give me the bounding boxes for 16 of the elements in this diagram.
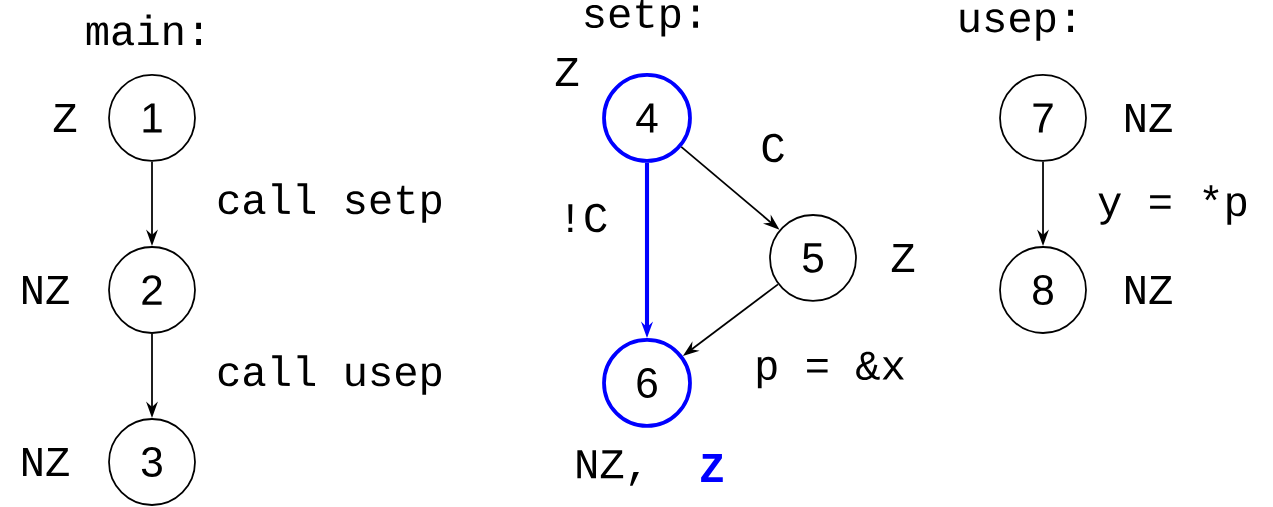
- state-annotation: NZ: [1126, 276, 1172, 304]
- state-annotation: NZ: [23, 276, 69, 304]
- state-annotation: Z: [53, 104, 77, 132]
- state-annotation: Z: [891, 244, 915, 272]
- state-annotation: Z: [555, 58, 579, 86]
- edge-label: call setp: [214, 182, 446, 224]
- state-annotation: Z: [701, 454, 723, 482]
- state-annotation: NZ,: [577, 450, 639, 486]
- state-annotation: NZ: [1126, 104, 1172, 132]
- edge-label: p = &x: [752, 350, 908, 390]
- edge-label: !C: [556, 202, 610, 234]
- edge-label: call usep: [214, 354, 446, 396]
- edge-label: C: [759, 132, 787, 164]
- graph-title: setp:: [585, 0, 698, 37]
- edge-label: y = *p: [1095, 184, 1251, 226]
- state-annotation: NZ: [23, 448, 69, 476]
